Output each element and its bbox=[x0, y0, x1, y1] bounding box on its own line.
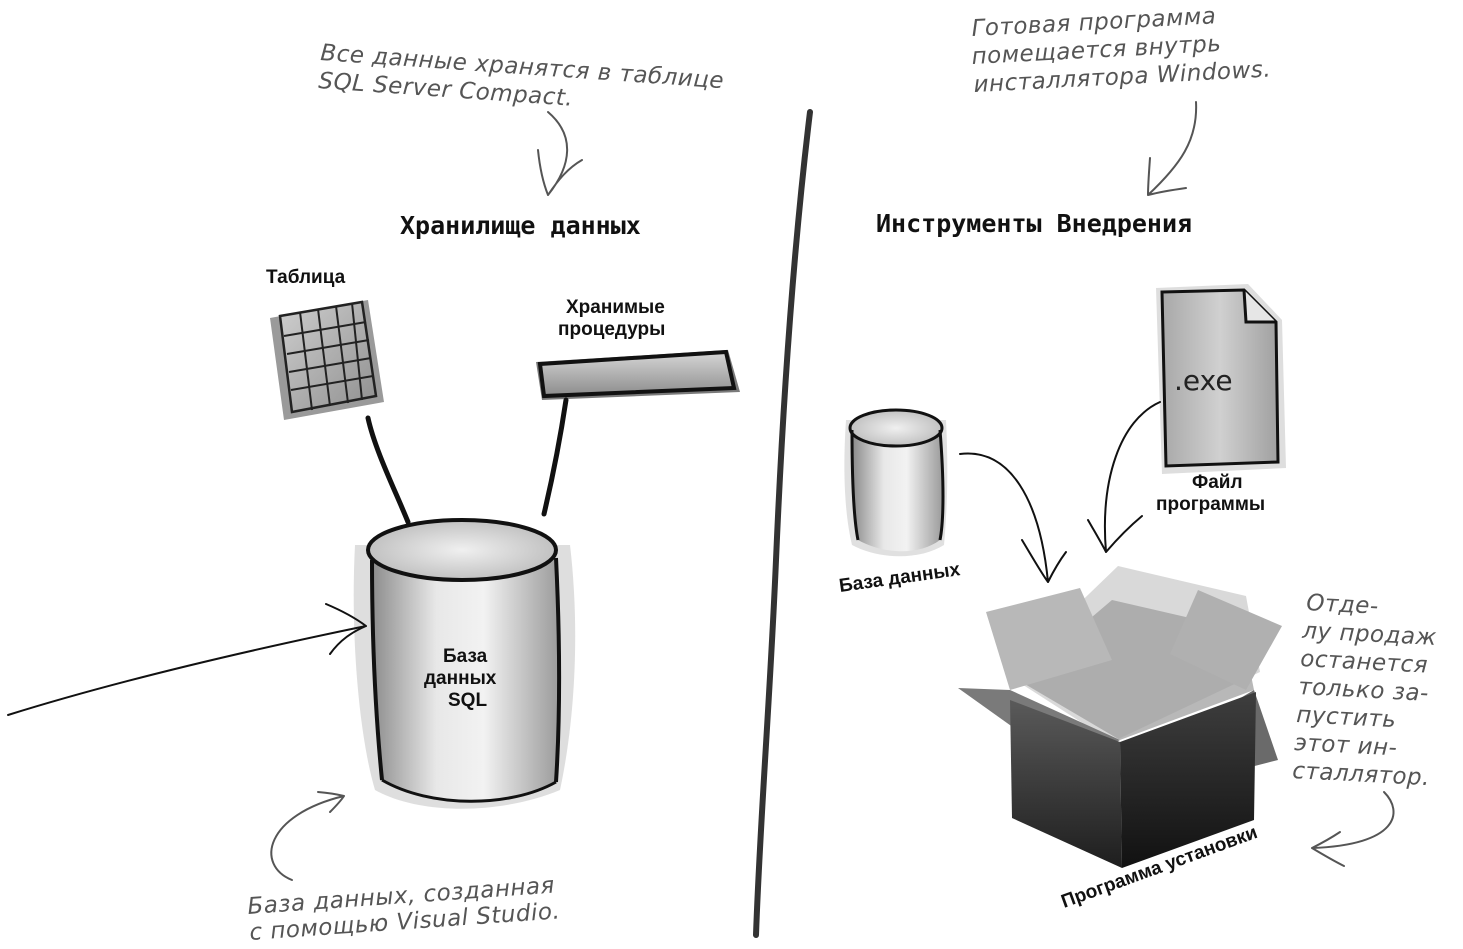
note-side-line-3: останется bbox=[1300, 646, 1429, 679]
sql-database-icon bbox=[353, 518, 576, 809]
arrow-note-to-heading bbox=[537, 111, 583, 196]
procedures-label-line-2: процедуры bbox=[558, 319, 665, 340]
right-heading: Инструменты Внедрения bbox=[876, 209, 1192, 238]
connector-procedures-db bbox=[541, 397, 569, 517]
arrow-left-into-db bbox=[7, 603, 367, 716]
note-side-line-2: лу продаж bbox=[1301, 618, 1438, 651]
arrow-note-to-db bbox=[270, 791, 345, 881]
note-side-line-6: этот ин- bbox=[1294, 730, 1398, 761]
db-label-line-2: данных bbox=[424, 668, 497, 689]
left-heading: Хранилище данных bbox=[400, 211, 641, 240]
exe-text: .exe bbox=[1174, 364, 1233, 397]
table-icon bbox=[270, 300, 384, 420]
note-side-line-7: сталлятор. bbox=[1292, 758, 1431, 791]
file-label-line-1: Файл bbox=[1192, 472, 1243, 493]
note-side-line-5: пустить bbox=[1296, 702, 1397, 733]
arrow-note-to-tools-heading bbox=[1147, 101, 1198, 196]
connector-table-db bbox=[365, 415, 411, 525]
arrow-file-to-box bbox=[1087, 401, 1161, 553]
arrow-note-to-installer bbox=[1311, 791, 1395, 867]
db-label-line-3: SQL bbox=[448, 690, 487, 711]
installer-box-icon bbox=[958, 566, 1282, 868]
stored-procedures-icon bbox=[536, 349, 740, 400]
exe-file-icon bbox=[1156, 284, 1286, 474]
db-label-line-1: База bbox=[443, 646, 488, 667]
note-side-line-4: только за- bbox=[1298, 674, 1430, 707]
note-side-line-1: Отде- bbox=[1306, 590, 1380, 620]
table-label: Таблица bbox=[266, 267, 346, 288]
small-db-label: База данных bbox=[838, 559, 962, 597]
vertical-divider bbox=[753, 109, 813, 938]
procedures-label-line-1: Хранимые bbox=[566, 297, 665, 318]
arrow-db-to-box bbox=[959, 452, 1067, 583]
database-icon bbox=[844, 408, 948, 557]
file-label-line-2: программы bbox=[1156, 494, 1265, 515]
